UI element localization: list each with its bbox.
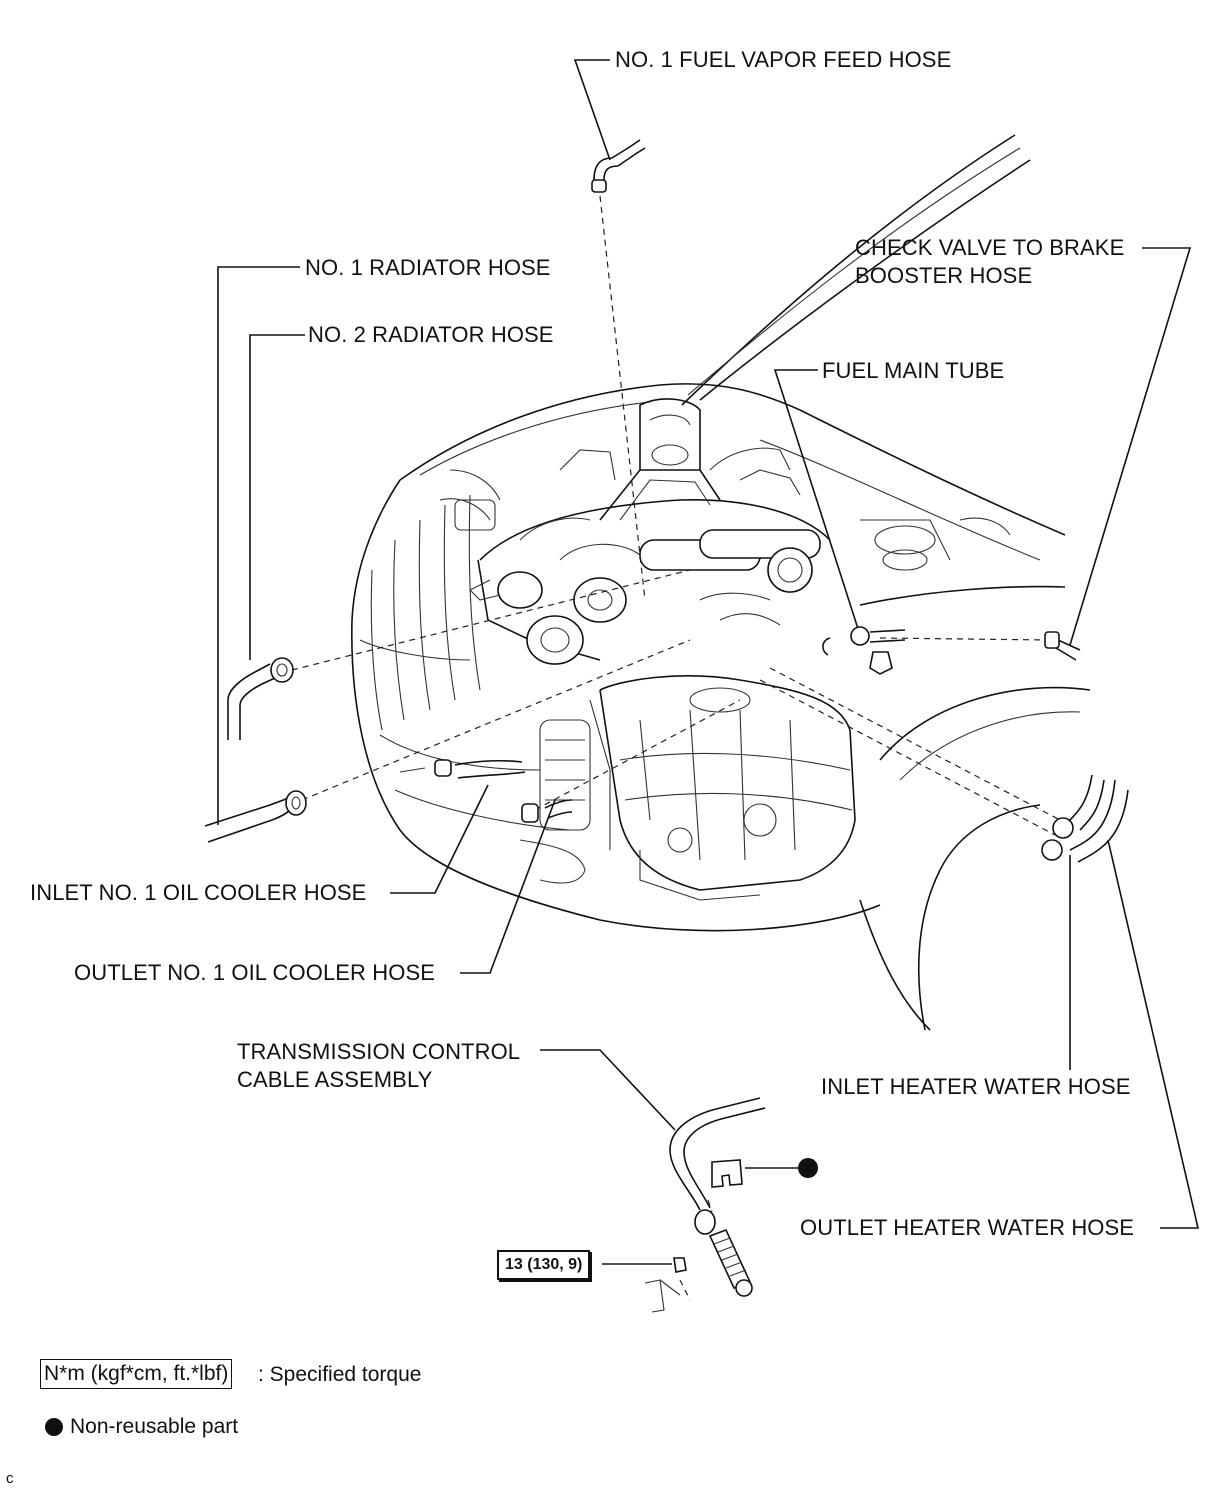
transmission-control-cable <box>644 1097 766 1313</box>
footer-code: c <box>6 1470 14 1487</box>
heater-water-hoses <box>1041 774 1129 863</box>
non-reusable-dot-icon <box>45 1418 63 1436</box>
label-no1-radiator-hose: NO. 1 RADIATOR HOSE <box>305 255 551 280</box>
engine-block <box>439 398 1011 665</box>
torque-value-box: 13 (130, 9) <box>497 1250 591 1280</box>
label-fuel-vapor-feed-hose: NO. 1 FUEL VAPOR FEED HOSE <box>615 47 952 72</box>
label-transmission-cable-line1: TRANSMISSION CONTROL <box>237 1039 521 1064</box>
label-transmission-cable-line2: CABLE ASSEMBLY <box>237 1067 433 1092</box>
no2-radiator-hose <box>227 657 294 740</box>
label-outlet-heater-water-hose: OUTLET HEATER WATER HOSE <box>800 1215 1135 1240</box>
label-inlet-heater-water-hose: INLET HEATER WATER HOSE <box>821 1074 1131 1099</box>
label-fuel-main-tube: FUEL MAIN TUBE <box>822 358 1005 383</box>
fuel-vapor-feed-hose <box>591 139 646 193</box>
assembly-dashed-lines <box>291 195 1061 1301</box>
legend-torque-units-box: N*m (kgf*cm, ft.*lbf) <box>40 1359 233 1389</box>
legend-torque-desc: : Specified torque <box>258 1363 422 1386</box>
label-no2-radiator-hose: NO. 2 RADIATOR HOSE <box>308 322 554 347</box>
legend-nonreusable-desc: Non-reusable part <box>70 1415 239 1438</box>
transmission <box>539 675 856 901</box>
car-body-outline <box>351 383 1091 1031</box>
label-check-valve-line1: CHECK VALVE TO BRAKE <box>855 235 1125 260</box>
check-valve-brake-booster-hose <box>1044 631 1081 661</box>
outlet-oil-cooler-hose <box>521 799 573 823</box>
label-outlet-oil-cooler-hose: OUTLET NO. 1 OIL COOLER HOSE <box>74 960 435 985</box>
label-check-valve-line2: BOOSTER HOSE <box>855 263 1033 288</box>
inlet-oil-cooler-hose <box>399 759 526 779</box>
label-inlet-oil-cooler-hose: INLET NO. 1 OIL COOLER HOSE <box>30 880 367 905</box>
non-reusable-mark <box>798 1158 818 1178</box>
hood-outline <box>681 134 1031 406</box>
no1-radiator-hose <box>204 790 307 843</box>
leader-lines <box>217 59 1200 1265</box>
fuel-main-tube <box>822 626 906 675</box>
